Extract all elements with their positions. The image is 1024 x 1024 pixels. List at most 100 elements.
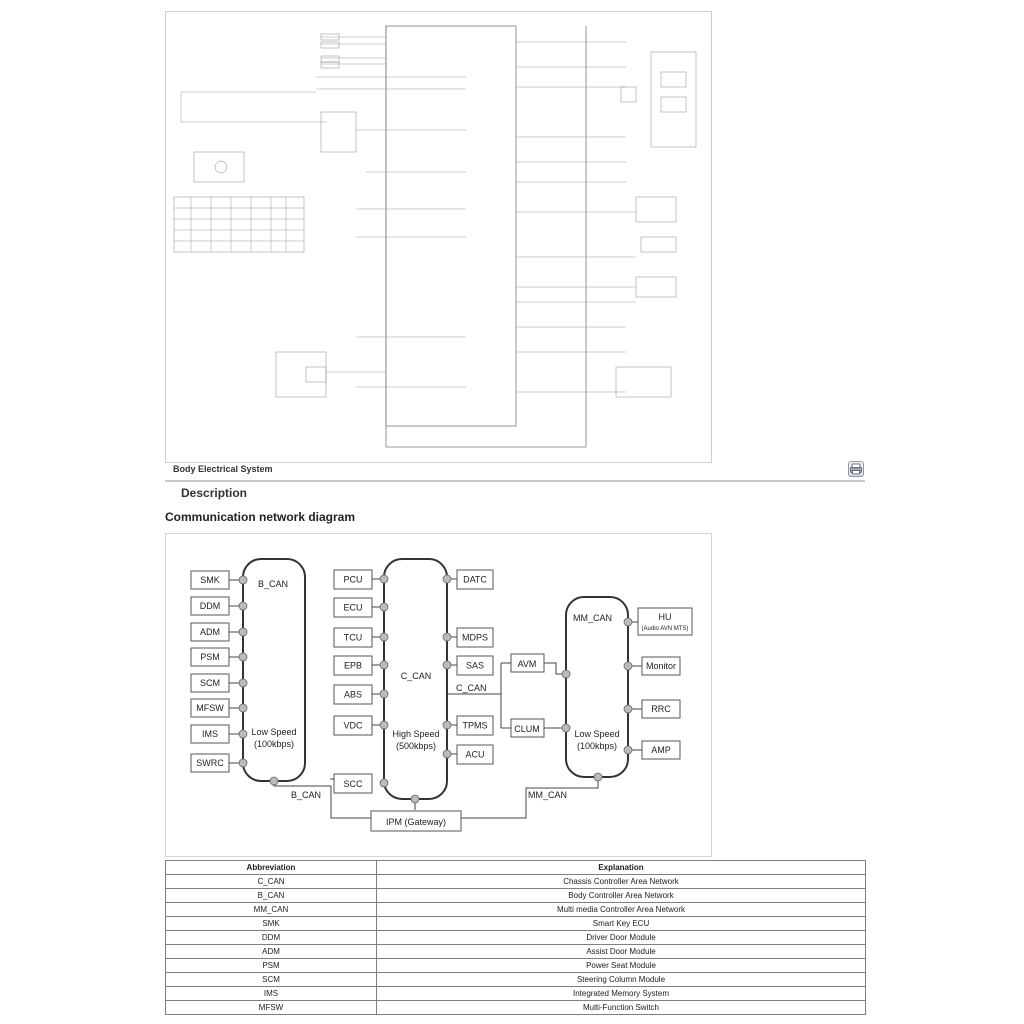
abbreviation-cell: MFSW: [165, 1000, 377, 1015]
bus-node: [623, 661, 633, 671]
module-ddm-label: DDM: [200, 601, 221, 611]
description-heading: Description: [181, 486, 248, 500]
module-mdps: [456, 627, 494, 648]
module-ddm: [190, 596, 230, 616]
abbreviation-cell: ADM: [165, 944, 377, 959]
bus-node: [379, 720, 389, 730]
bus-node: [238, 729, 248, 739]
module-swrc-label: SWRC: [196, 758, 224, 768]
module-sas-label: SAS: [466, 661, 484, 671]
gateway-label: IPM (Gateway): [386, 817, 446, 827]
explanation-cell: Multi media Controller Area Network: [376, 902, 866, 917]
c-can-label: C_CAN: [401, 671, 432, 681]
b-can-link-label: B_CAN: [291, 790, 321, 800]
module-amp: [641, 740, 681, 760]
mm-can-rate: (100kbps): [577, 741, 617, 751]
diagram-heading: Communication network diagram: [165, 510, 356, 524]
c-can-rate: (500kbps): [396, 741, 436, 751]
bus-node: [379, 602, 389, 612]
explanation-cell: Driver Door Module: [376, 930, 866, 945]
bus-node: [442, 632, 452, 642]
bus-node: [442, 660, 452, 670]
network-diagram-svg: B_CAN Low Speed (100kbps) SMKDDMADMPSMSC…: [190, 558, 693, 832]
abbreviation-cell: PSM: [165, 958, 377, 973]
module-hu-sub: (Audio AVN MTS): [642, 626, 689, 632]
module-hu-label: HU: [659, 612, 672, 622]
bus-node: [238, 703, 248, 713]
module-ecu: [333, 597, 373, 618]
module-pcu: [333, 569, 373, 590]
bus-node: [379, 632, 389, 642]
module-epb-label: EPB: [344, 661, 362, 671]
module-datc-label: DATC: [463, 575, 487, 585]
module-avm-label: AVM: [518, 659, 537, 669]
module-acu-label: ACU: [465, 750, 484, 760]
mm-can-label: MM_CAN: [573, 613, 612, 623]
explanation-cell: Chassis Controller Area Network: [376, 874, 866, 889]
module-tpms-label: TPMS: [462, 721, 487, 731]
explanation-cell: Steering Column Module: [376, 972, 866, 987]
b-can-label: B_CAN: [258, 579, 288, 589]
module-rrc-label: RRC: [651, 704, 671, 714]
bus-node: [379, 689, 389, 699]
module-sas: [456, 655, 494, 676]
module-tpms: [456, 715, 494, 736]
module-monitor: [641, 656, 681, 676]
module-acu: [456, 744, 494, 765]
section-title: Body Electrical System: [173, 464, 273, 474]
module-datc: [456, 569, 494, 590]
bus-node: [238, 758, 248, 768]
module-tcu: [333, 627, 373, 648]
module-scc: [333, 773, 373, 794]
schematic-left-module: [173, 91, 386, 398]
module-psm-label: PSM: [200, 652, 220, 662]
abbreviation-cell: C_CAN: [165, 874, 377, 889]
print-button[interactable]: [848, 461, 864, 477]
bus-node: [442, 720, 452, 730]
schematic-bus-frame: [385, 25, 517, 427]
schematic-left-branches: [316, 33, 466, 388]
abbreviation-cell: SMK: [165, 916, 377, 931]
mm-can-link-label: MM_CAN: [528, 790, 567, 800]
module-mdps-label: MDPS: [462, 633, 488, 643]
abbreviation-cell: IMS: [165, 986, 377, 1001]
module-vdc: [333, 715, 373, 736]
header-abbreviation: Abbreviation: [165, 860, 377, 875]
module-avm: [510, 653, 545, 673]
bus-node: [379, 660, 389, 670]
mm-can-speed: Low Speed: [574, 729, 619, 739]
table-header-row: Abbreviation Explanation: [165, 860, 866, 875]
module-mfsw-label: MFSW: [196, 703, 224, 713]
c-can-side-label: C_CAN: [456, 683, 487, 693]
mm-can-gateway-wire: [461, 774, 599, 819]
bus-node: [623, 704, 633, 714]
module-ims-label: IMS: [202, 729, 218, 739]
module-abs: [333, 684, 373, 705]
module-pcu-label: PCU: [343, 575, 362, 585]
explanation-cell: Body Controller Area Network: [376, 888, 866, 903]
b-can-rate: (100kbps): [254, 739, 294, 749]
module-epb: [333, 655, 373, 676]
header-explanation: Explanation: [376, 860, 866, 875]
explanation-cell: Smart Key ECU: [376, 916, 866, 931]
explanation-cell: Assist Door Module: [376, 944, 866, 959]
gateway-ipm: [370, 810, 462, 832]
bus-node: [442, 749, 452, 759]
module-abs-label: ABS: [344, 690, 362, 700]
explanation-cell: Multi-Function Switch: [376, 1000, 866, 1015]
bus-node: [623, 745, 633, 755]
c-can-speed: High Speed: [392, 729, 439, 739]
bus-node: [238, 627, 248, 637]
bus-node: [238, 678, 248, 688]
